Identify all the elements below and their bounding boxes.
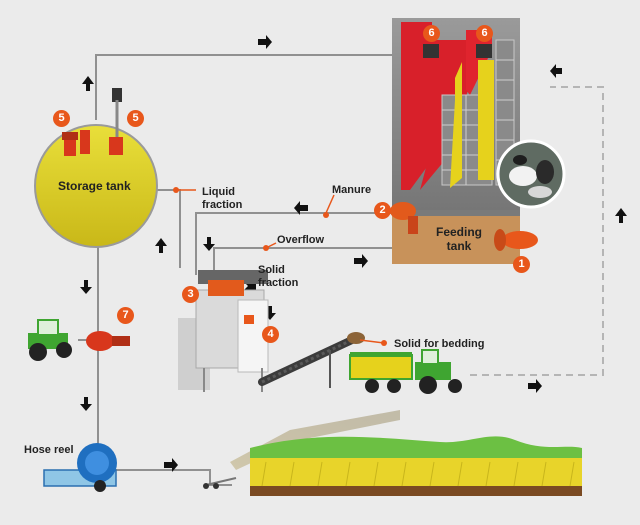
- mixer: [494, 229, 538, 251]
- badge-pump-left: 5: [53, 110, 70, 127]
- arrow-down-hose: [80, 397, 92, 411]
- arrow-up-dashed: [615, 208, 627, 223]
- pipe-hose-to-field: [115, 469, 232, 486]
- label-manure: Manure: [332, 184, 372, 196]
- storage-tank: [34, 88, 158, 248]
- scraper-left: [423, 44, 439, 58]
- label-solid-for-bedding: Solid for bedding: [394, 338, 485, 350]
- feeding-tank-top: [392, 210, 520, 216]
- barn-red-slats-left: [401, 22, 432, 190]
- hose-reel: [43, 443, 117, 492]
- label-storage-tank: Storage tank: [58, 179, 131, 193]
- barn-yellow-channel-left: [450, 62, 462, 188]
- arrow-right-hose: [164, 458, 178, 472]
- tractor-with-pump: [28, 319, 130, 361]
- badge-solid-bag: 4: [262, 326, 279, 343]
- label-leaders: [173, 187, 387, 346]
- badge-pump-tractor: 7: [117, 307, 134, 324]
- trailer-box: [349, 354, 413, 380]
- tractor-trailer: [349, 349, 462, 394]
- cows-photo-inset: [496, 139, 566, 209]
- label-solid-fraction: Solid fraction: [258, 264, 299, 289]
- badge-separator: 3: [182, 286, 199, 303]
- arrow-down-pump7: [80, 280, 92, 294]
- barn-yellow-channel-right: [478, 60, 494, 180]
- scraper-right: [476, 44, 492, 58]
- badge-scraper-left: 6: [423, 25, 440, 42]
- label-feeding-tank: Feeding tank: [436, 225, 483, 253]
- tractor-body: [415, 362, 451, 380]
- dashed-return-line: [470, 86, 604, 376]
- label-liquid-fraction: Liquid fraction: [202, 186, 243, 211]
- arrow-down-overflow: [203, 237, 215, 251]
- badge-mixer: 1: [513, 256, 530, 273]
- conveyor: [258, 332, 365, 388]
- label-overflow: Overflow: [277, 234, 325, 246]
- spray-plume: [230, 410, 400, 470]
- separator-unit: [208, 280, 244, 296]
- field: [250, 436, 582, 496]
- separator-bag-label: [244, 315, 254, 324]
- arrow-right-dashed: [528, 379, 542, 393]
- label-hose-reel: Hose reel: [24, 444, 74, 456]
- arrow-left-dashed: [550, 64, 562, 78]
- spreader: [203, 477, 237, 489]
- pipe-overflow: [213, 247, 392, 277]
- arrow-left-manure: [294, 201, 308, 215]
- arrow-right-top: [258, 35, 272, 49]
- flow-arrows: [80, 35, 627, 472]
- badge-scraper-right: 6: [476, 25, 493, 42]
- badge-feeding-pump: 2: [374, 202, 391, 219]
- feeding-pump: [390, 202, 418, 234]
- pipe-barn-to-storage: [95, 54, 392, 120]
- arrow-up-liquid: [155, 238, 167, 253]
- arrow-up-storage: [82, 76, 94, 91]
- arrow-right-overflow: [354, 254, 368, 268]
- badge-pump-right: 5: [127, 110, 144, 127]
